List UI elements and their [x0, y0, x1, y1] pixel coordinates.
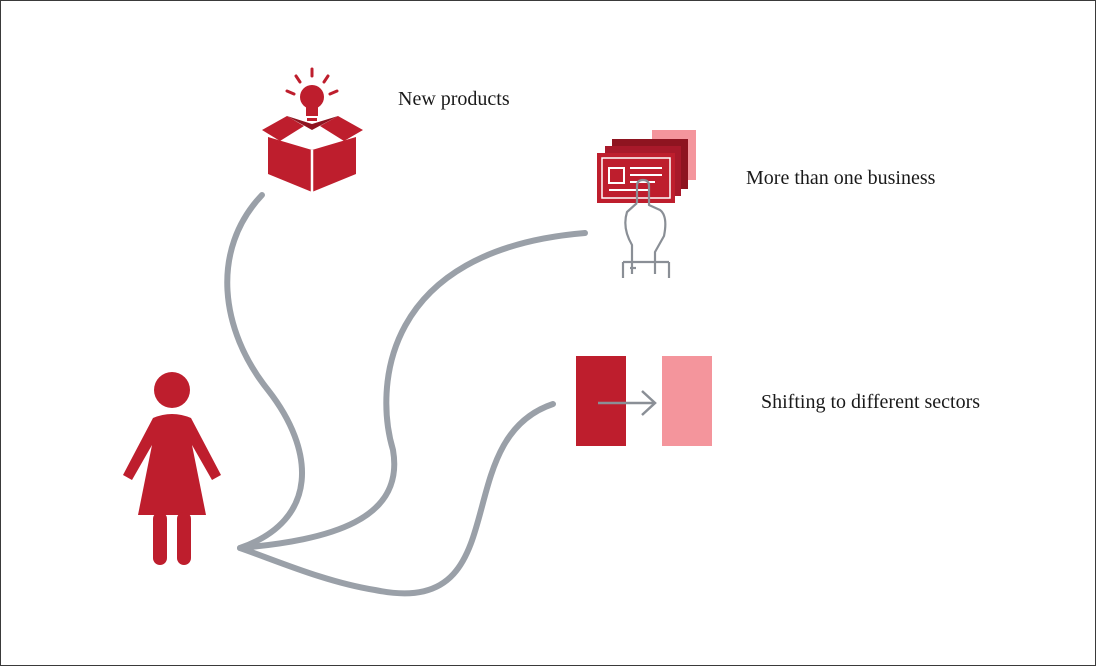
- hand-holding-cards-icon: [597, 130, 696, 278]
- path-to-more-than-one-business: [237, 230, 588, 551]
- path-to-shifting-sectors: [237, 401, 556, 597]
- woman-person-icon: [123, 372, 221, 565]
- shift-arrow-icon: [576, 356, 712, 446]
- shifting-sectors-label: Shifting to different sectors: [761, 391, 981, 413]
- path-to-new-products: [224, 192, 305, 551]
- more-than-one-business-label: More than one business: [746, 167, 936, 189]
- new-products-label: New products: [398, 88, 510, 110]
- open-box-lightbulb-icon: [262, 67, 363, 192]
